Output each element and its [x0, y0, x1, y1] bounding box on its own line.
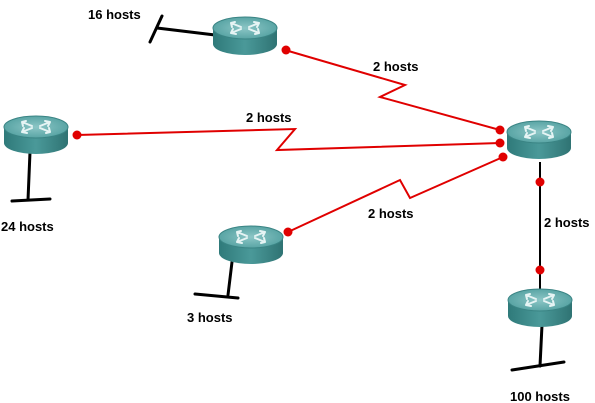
- interface-dot: [535, 265, 545, 275]
- lan-segment-bottom: [510, 323, 566, 372]
- router-left[interactable]: [3, 115, 69, 155]
- interface-dot: [283, 227, 293, 237]
- link-label-top-hub: 2 hosts: [373, 59, 419, 74]
- interface-dot: [72, 130, 82, 140]
- lan-label-mid: 3 hosts: [187, 310, 233, 325]
- serial-link-left-hub: [76, 127, 501, 152]
- link-label-hub-bottom: 2 hosts: [544, 215, 590, 230]
- lan-label-bottom: 100 hosts: [510, 389, 570, 403]
- serial-link-mid-hub: [287, 156, 504, 233]
- interface-dot: [495, 125, 505, 135]
- link-label-left-hub: 2 hosts: [246, 110, 292, 125]
- router-bottom[interactable]: [507, 288, 573, 328]
- interface-dot: [281, 45, 291, 55]
- lan-label-top: 16 hosts: [88, 7, 141, 22]
- interface-dot: [535, 177, 545, 187]
- router-hub[interactable]: [506, 120, 572, 160]
- lan-segment-mid: [193, 260, 240, 300]
- router-top[interactable]: [212, 16, 278, 56]
- lan-label-left: 24 hosts: [1, 219, 54, 234]
- lan-segment-left: [10, 150, 52, 203]
- serial-link-top-hub: [284, 49, 501, 131]
- interface-dot: [498, 152, 508, 162]
- router-mid[interactable]: [218, 225, 284, 265]
- link-label-mid-hub: 2 hosts: [368, 206, 414, 221]
- interface-dot: [495, 138, 505, 148]
- lan-segment-top: [148, 14, 217, 44]
